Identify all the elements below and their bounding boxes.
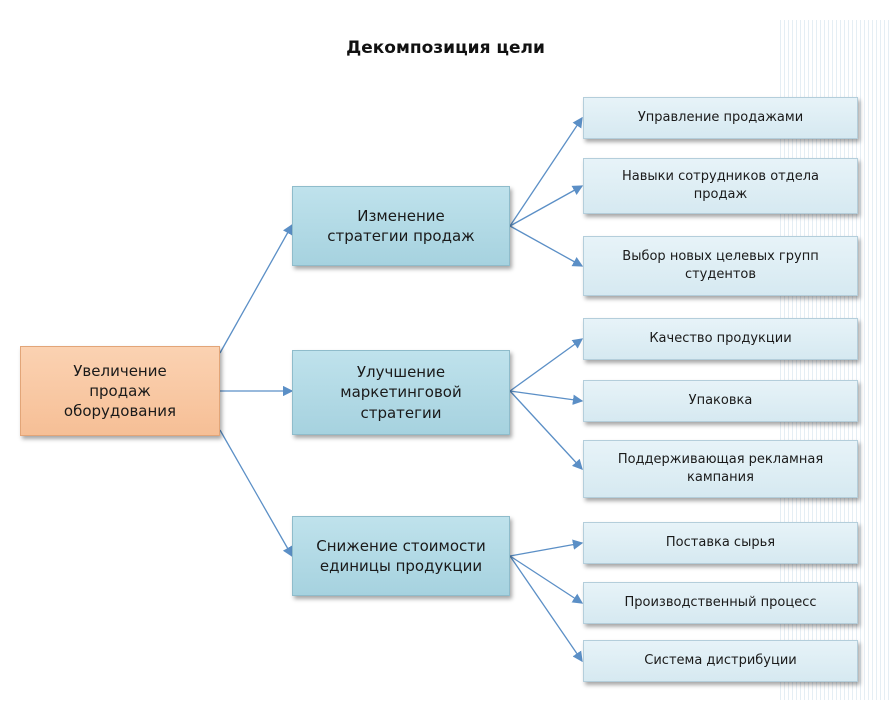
leaf-label: Поставка сырья [665, 535, 776, 551]
connector-root-branch-3 [219, 429, 293, 558]
branch-box-unit-cost: Снижение стоимости единицы продукции [292, 516, 510, 596]
leaf-box-sales-management: Управление продажами [583, 97, 858, 139]
connector-b3-leaf-1 [509, 539, 584, 557]
leaf-label: Система дистрибуции [644, 653, 797, 669]
branch-label: Изменение стратегии продаж [327, 206, 475, 245]
branch-box-marketing-strategy: Улучшение маркетинговой стратегии [292, 350, 510, 435]
leaf-box-staff-skills: Навыки сотрудников отдела продаж [583, 158, 858, 214]
connector-b1-leaf-1 [509, 116, 583, 227]
connector-b1-leaf-2 [509, 185, 584, 227]
connector-b1-leaf-3 [509, 225, 584, 267]
branch-label: Снижение стоимости единицы продукции [316, 536, 486, 575]
connector-root-branch-1 [219, 223, 293, 354]
leaf-label: Навыки сотрудников отдела продаж [621, 169, 820, 202]
connector-b2-leaf-3 [509, 390, 583, 470]
leaf-label: Выбор новых целевых групп студентов [622, 249, 819, 282]
root-goal-label: Увеличение продаж оборудования [63, 361, 177, 421]
leaf-box-packaging: Упаковка [583, 380, 858, 422]
connector-b2-leaf-2 [509, 390, 584, 405]
leaf-box-raw-supply: Поставка сырья [583, 522, 858, 564]
root-goal-box: Увеличение продаж оборудования [20, 346, 220, 436]
leaf-box-product-quality: Качество продукции [583, 318, 858, 360]
leaf-label: Упаковка [688, 393, 753, 409]
diagram-title: Декомпозиция цели [346, 38, 545, 58]
leaf-box-ad-campaign: Поддерживающая рекламная кампания [583, 440, 858, 498]
branch-box-sales-strategy: Изменение стратегии продаж [292, 186, 510, 266]
connector-b2-leaf-1 [509, 338, 584, 392]
connector-b3-leaf-3 [509, 555, 583, 663]
leaf-box-distribution: Система дистрибуции [583, 640, 858, 682]
leaf-label: Поддерживающая рекламная кампания [617, 452, 824, 485]
leaf-label: Производственный процесс [624, 595, 817, 611]
leaf-box-target-groups: Выбор новых целевых групп студентов [583, 236, 858, 296]
branch-label: Улучшение маркетинговой стратегии [340, 363, 462, 422]
leaf-label: Управление продажами [637, 110, 804, 126]
connector-b3-leaf-2 [509, 555, 584, 604]
leaf-box-production-process: Производственный процесс [583, 582, 858, 624]
leaf-label: Качество продукции [649, 331, 792, 347]
